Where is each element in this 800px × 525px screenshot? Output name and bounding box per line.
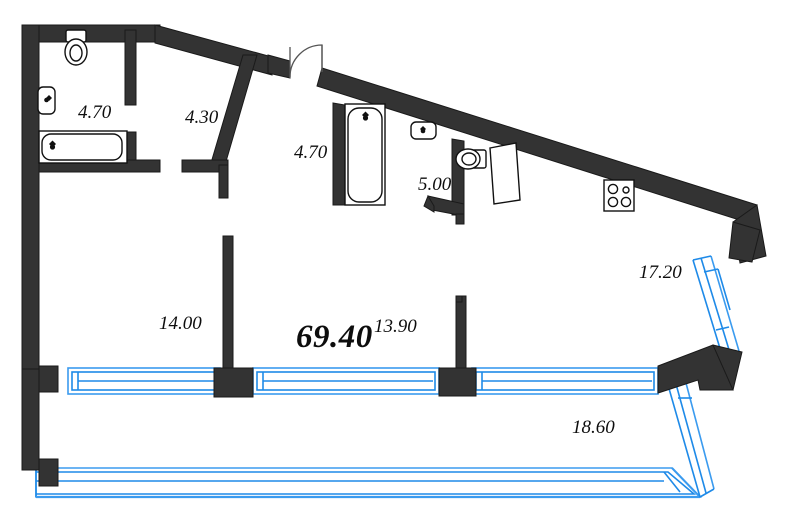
total-area-superscript: 13.90 [374,316,417,337]
interior-walls [38,29,477,398]
room-area-bedroom-left: 14.00 [159,313,202,334]
window-bedroom [67,367,221,395]
bathtub-fixture [344,103,386,206]
stove-fixture [603,179,635,212]
room-area-entry-hall: 4.70 [294,142,328,163]
cabinet-fixture [489,142,521,205]
sink-fixture [410,121,437,140]
window-living [252,367,440,395]
toilet-fixture [455,148,487,170]
balcony-glazing [35,255,740,499]
room-area-bathroom-right: 5.00 [418,174,452,195]
entry-door-swing [289,44,323,78]
sink-fixture [37,86,56,115]
exterior-walls [21,24,767,487]
window-living-right [471,367,659,395]
room-area-hall-corridor: 4.30 [185,107,219,128]
bathtub-fixture [38,130,128,164]
total-area-value: 69.40 [296,319,373,355]
toilet-fixture [64,29,88,66]
room-area-living-room: 18.60 [572,417,615,438]
room-area-bathroom-left: 4.70 [78,102,112,123]
room-area-kitchen: 17.20 [639,262,682,283]
